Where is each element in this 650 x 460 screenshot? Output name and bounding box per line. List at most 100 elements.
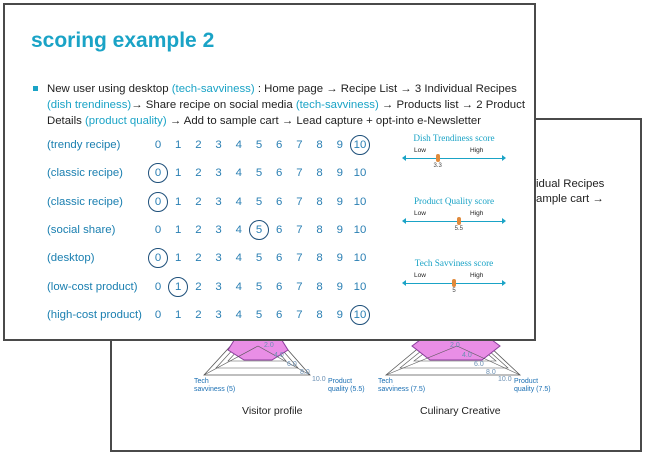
score-number: 5 bbox=[255, 167, 263, 180]
user-journey-text: New user using desktop (tech-savviness) … bbox=[47, 81, 525, 130]
gauge-low-label: Low bbox=[414, 210, 426, 217]
score-number: 0 bbox=[154, 223, 162, 236]
score-number: 3 bbox=[215, 308, 222, 321]
axis-label-tech: Tech savviness (5) bbox=[194, 378, 236, 393]
score-number: 4 bbox=[235, 252, 242, 265]
axis-label-tech: Tech savviness (7.5) bbox=[378, 378, 426, 393]
radar-tick: 10.0 bbox=[312, 376, 326, 383]
score-number: 2 bbox=[195, 252, 202, 265]
row-label: (desktop) bbox=[47, 252, 95, 265]
score-number-circled: 0 bbox=[148, 248, 168, 269]
gauge-title: Dish Trendiness score bbox=[413, 133, 495, 143]
score-number: 9 bbox=[336, 308, 343, 321]
score-number: 6 bbox=[276, 280, 283, 293]
highlight-text: (tech-savviness) bbox=[171, 83, 255, 95]
score-number: 8 bbox=[316, 139, 323, 151]
score-number: 7 bbox=[296, 280, 303, 293]
score-number: 10 bbox=[353, 280, 367, 293]
score-number-circled: 0 bbox=[148, 191, 168, 212]
row-label: (high-cost product) bbox=[47, 308, 142, 321]
score-number: 7 bbox=[296, 139, 303, 151]
score-number: 10 bbox=[353, 252, 367, 265]
score-number: 9 bbox=[336, 280, 343, 293]
score-number: 3 bbox=[215, 280, 222, 293]
score-number: 6 bbox=[276, 139, 283, 151]
score-number: 2 bbox=[195, 280, 202, 293]
score-number: 8 bbox=[316, 167, 323, 180]
score-number: 5 bbox=[255, 252, 263, 265]
radar-tick: 6.0 bbox=[474, 361, 484, 368]
gauge-high-label: High bbox=[470, 272, 484, 279]
score-number-circled: 0 bbox=[148, 163, 168, 184]
gauge-low-label: Low bbox=[414, 147, 426, 154]
score-number: 0 bbox=[154, 139, 162, 151]
score-number: 10 bbox=[353, 167, 367, 180]
score-number: 2 bbox=[195, 223, 202, 236]
axis-label-product: Product quality (7.5) bbox=[514, 378, 551, 393]
journey-text: → Share recipe on social media bbox=[131, 99, 296, 112]
gauge-axis-arrow bbox=[402, 155, 506, 161]
score-number: 8 bbox=[316, 252, 323, 265]
highlight-text: (tech-savviness) bbox=[295, 99, 379, 112]
gauge-marker bbox=[452, 279, 456, 287]
score-number: 8 bbox=[316, 223, 323, 236]
score-number: 0 bbox=[154, 308, 162, 321]
score-number: 7 bbox=[296, 167, 303, 180]
score-number: 1 bbox=[175, 195, 182, 208]
score-number: 8 bbox=[316, 195, 323, 208]
score-number: 1 bbox=[175, 167, 182, 180]
score-number: 10 bbox=[353, 223, 367, 236]
score-number: 3 bbox=[215, 252, 222, 265]
journey-text: : Home page → Recipe List → 3 Individual… bbox=[254, 83, 517, 95]
score-number-circled: 5 bbox=[249, 219, 269, 240]
gauge-marker bbox=[456, 217, 461, 225]
radar-axis bbox=[203, 345, 259, 376]
radar-tick: 10.0 bbox=[498, 376, 512, 383]
score-number: 7 bbox=[296, 252, 303, 265]
score-number: 6 bbox=[276, 167, 283, 180]
score-number: 4 bbox=[235, 280, 242, 293]
row-label: (trendy recipe) bbox=[47, 139, 121, 151]
journey-text: → Products list → 2 Product Details bbox=[47, 99, 525, 128]
back-text-line-2: ample cart → bbox=[536, 193, 604, 205]
radar-tick: 2.0 bbox=[264, 342, 274, 349]
score-number: 2 bbox=[195, 308, 202, 321]
gauge-title: Product Quality score bbox=[413, 196, 495, 206]
score-number: 1 bbox=[175, 252, 182, 265]
back-text-line-1: idual Recipes bbox=[536, 178, 605, 190]
score-number: 5 bbox=[255, 280, 263, 293]
score-number: 4 bbox=[235, 139, 242, 151]
radar-tick: 8.0 bbox=[486, 369, 496, 376]
score-number: 5 bbox=[255, 139, 263, 151]
radar-tick: 4.0 bbox=[274, 352, 284, 359]
score-number: 8 bbox=[316, 280, 323, 293]
score-number: 9 bbox=[336, 252, 343, 265]
highlight-text: (product quality) bbox=[84, 115, 167, 128]
radar-axis bbox=[385, 345, 458, 376]
score-number: 10 bbox=[353, 195, 367, 208]
score-number: 7 bbox=[296, 308, 303, 321]
front-slide: scoring example 2 New user using desktop… bbox=[3, 3, 536, 341]
score-number: 7 bbox=[296, 223, 303, 236]
gauge-high-label: High bbox=[470, 210, 484, 217]
score-number: 2 bbox=[195, 167, 202, 180]
score-number: 8 bbox=[316, 308, 323, 321]
radar-tick: 4.0 bbox=[462, 352, 472, 359]
score-number: 6 bbox=[276, 195, 283, 208]
score-number: 6 bbox=[276, 252, 283, 265]
gauge-axis-arrow bbox=[402, 218, 506, 224]
axis-label-product: Product quality (5.5) bbox=[328, 378, 365, 393]
score-number: 7 bbox=[296, 195, 303, 208]
score-number: 4 bbox=[235, 167, 242, 180]
row-label: (social share) bbox=[47, 223, 116, 236]
chart-caption-culinary: Culinary Creative bbox=[420, 405, 501, 417]
score-number: 2 bbox=[195, 139, 202, 151]
score-number: 9 bbox=[336, 195, 343, 208]
row-label: (low-cost product) bbox=[47, 280, 138, 293]
score-number: 9 bbox=[336, 223, 343, 236]
score-number: 1 bbox=[175, 139, 182, 151]
score-number-circled: 10 bbox=[350, 304, 370, 325]
slide-title: scoring example 2 bbox=[31, 29, 215, 52]
